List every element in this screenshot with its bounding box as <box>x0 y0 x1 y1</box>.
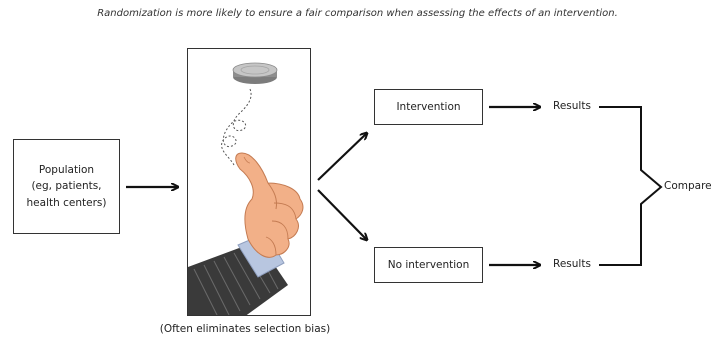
results-top-label: Results <box>553 100 591 112</box>
compare-label: Compare <box>664 180 712 192</box>
no-intervention-box: No intervention <box>374 247 483 283</box>
intervention-box: Intervention <box>374 89 483 125</box>
population-box: Population (eg, patients, health centers… <box>13 139 120 234</box>
arrow-to-no-intervention <box>317 189 367 240</box>
results-bottom-label: Results <box>553 258 591 270</box>
population-line-3: health centers) <box>26 196 107 209</box>
selection-bias-note: (Often eliminates selection bias) <box>159 323 331 335</box>
coin-toss-panel <box>187 48 311 316</box>
figure-caption: Randomization is more likely to ensure a… <box>97 8 618 19</box>
coin-icon <box>232 62 278 84</box>
thumbs-up-hand <box>235 152 304 258</box>
coin-toss-illustration <box>188 62 304 315</box>
arrow-to-intervention <box>317 133 367 181</box>
population-line-1: Population <box>38 164 95 177</box>
intervention-label: Intervention <box>396 100 461 113</box>
compare-bracket <box>599 106 663 266</box>
no-intervention-label: No intervention <box>387 258 470 271</box>
population-line-2: (eg, patients, <box>31 180 102 193</box>
